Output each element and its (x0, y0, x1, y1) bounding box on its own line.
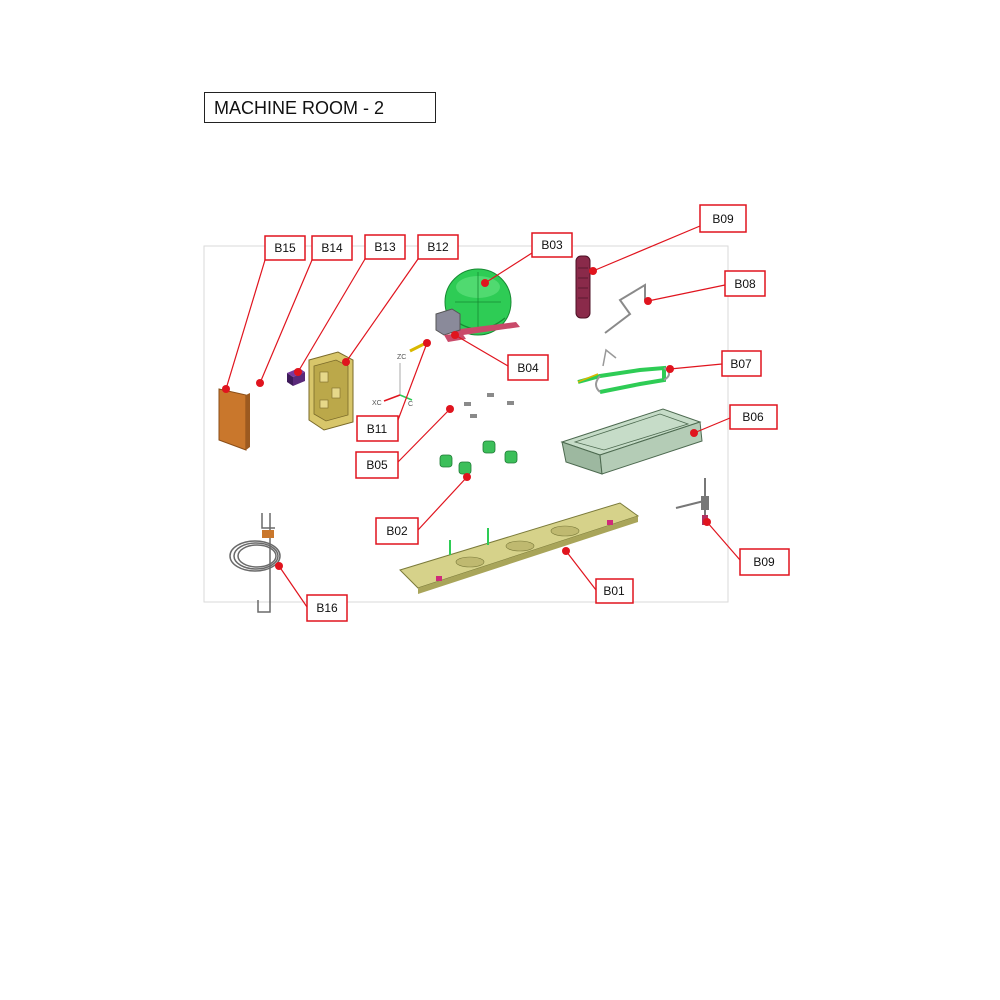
callout-dot-b07 (666, 365, 674, 373)
callout-box-b04 (507, 354, 549, 381)
part-b01-tray (399, 502, 640, 594)
callout-label-b16: B16 (316, 601, 338, 615)
part-b16-capillary-coil (229, 513, 281, 613)
part-b05-clips (464, 393, 514, 418)
part-b12-box (308, 351, 354, 431)
callout-label-b14: B14 (321, 241, 343, 255)
axis-y-label: C (408, 401, 413, 408)
title-box: MACHINE ROOM - 2 (204, 92, 436, 123)
part-b09-top-filter (575, 255, 591, 319)
callout-label-b01: B01 (603, 584, 625, 598)
callout-label-b03: B03 (541, 238, 563, 252)
leader-line-b07 (669, 363, 723, 370)
callout-label-b05: B05 (366, 458, 388, 472)
callout-box-b06 (729, 404, 778, 430)
leader-line-b14 (259, 259, 313, 384)
callout-label-b06: B06 (742, 410, 764, 424)
callout-box-b05 (355, 451, 399, 479)
axis-z-label: ZC (397, 354, 406, 361)
drawing-frame (203, 245, 729, 603)
callout-label-b02: B02 (386, 524, 408, 538)
callout-box-b15 (264, 235, 306, 261)
callout-dot-b14 (256, 379, 264, 387)
callout-label-b09-top: B09 (712, 212, 734, 226)
part-b07-coil (577, 348, 670, 394)
leader-line-b16 (278, 565, 308, 608)
callout-dot-b03 (481, 279, 489, 287)
leader-line-b08 (647, 284, 726, 302)
callout-dot-b15 (222, 385, 230, 393)
leader-line-b03 (484, 252, 533, 284)
part-b06-drip-tray (560, 408, 703, 475)
callout-dot-b09-top (589, 267, 597, 275)
coordinate-axes: ZC XC C (372, 354, 413, 408)
callout-box-b01 (595, 578, 634, 604)
leader-line-b02 (417, 476, 468, 531)
callout-dot-b13 (294, 368, 302, 376)
callout-label-b11: B11 (367, 422, 388, 436)
leader-line-b09-bottom (706, 521, 741, 561)
callout-box-b03 (531, 232, 573, 258)
callout-label-b04: B04 (517, 361, 539, 375)
callout-dot-b01 (562, 547, 570, 555)
leader-line-b06 (693, 417, 731, 434)
callout-box-b09-top (699, 204, 747, 233)
part-b09-bottom-valve (675, 478, 709, 525)
callout-dot-b16 (275, 562, 283, 570)
leader-line-b01 (565, 550, 597, 591)
leader-line-b05 (397, 408, 451, 463)
part-b02-grommets (439, 440, 518, 475)
callout-box-b09-bottom (739, 548, 790, 576)
leader-line-b04 (454, 334, 509, 367)
callout-box-b02 (375, 517, 419, 545)
callout-box-b12 (417, 234, 459, 260)
part-b08-pipe (604, 283, 646, 334)
leader-line-b13 (297, 258, 366, 373)
callout-dot-b04 (451, 331, 459, 339)
callout-dot-b12 (342, 358, 350, 366)
callout-dot-b09-bottom (703, 518, 711, 526)
callout-dot-b11 (423, 339, 431, 347)
callout-label-b13: B13 (374, 240, 396, 254)
callout-label-b08: B08 (734, 277, 756, 291)
callout-box-b11 (356, 415, 399, 442)
page-title: MACHINE ROOM - 2 (214, 98, 385, 118)
axis-x-label: XC (372, 400, 382, 407)
callout-box-b13 (364, 234, 406, 260)
callout-box-b14 (311, 235, 353, 261)
callout-label-b07: B07 (730, 357, 752, 371)
callout-dot-b08 (644, 297, 652, 305)
leader-line-b12 (345, 258, 419, 363)
callout-label-b09-bottom: B09 (753, 555, 775, 569)
callout-box-b08 (724, 270, 766, 297)
part-b15-panel (218, 388, 250, 451)
callout-dot-b02 (463, 473, 471, 481)
callout-box-b07 (721, 350, 762, 377)
callout-label-b15: B15 (274, 241, 296, 255)
callout-dot-b05 (446, 405, 454, 413)
callout-box-b16 (306, 594, 348, 622)
leader-line-b15 (225, 259, 266, 390)
callout-dot-b06 (690, 429, 698, 437)
callout-label-b12: B12 (427, 240, 449, 254)
leader-line-b09-top (592, 225, 701, 272)
leader-line-b11 (397, 342, 428, 421)
